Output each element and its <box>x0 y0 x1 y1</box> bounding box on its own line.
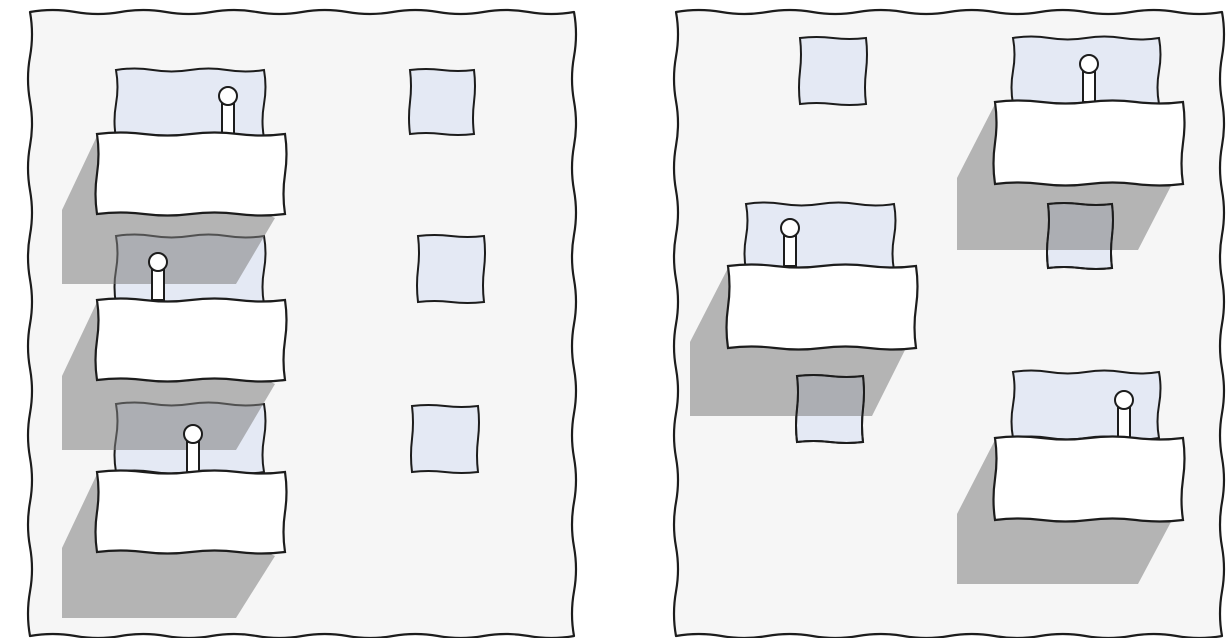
person-body <box>784 236 796 266</box>
person-head <box>184 425 202 443</box>
panel-stacked-balconies-facade <box>28 10 576 638</box>
person-body <box>1083 72 1095 102</box>
panel-staggered-balconies-facade <box>674 10 1224 638</box>
person-body <box>1118 408 1130 438</box>
balcony <box>994 101 1185 186</box>
window <box>409 69 475 135</box>
person-head <box>219 87 237 105</box>
person-icon <box>781 219 799 266</box>
balcony <box>96 133 287 216</box>
person-head <box>1080 55 1098 73</box>
plain-windows <box>409 69 485 473</box>
window <box>411 405 479 473</box>
balcony <box>96 299 287 382</box>
balcony <box>96 471 287 554</box>
balcony-window <box>115 69 266 140</box>
balcony-window <box>1012 371 1161 440</box>
person-body <box>222 104 234 134</box>
person-icon <box>219 87 237 134</box>
person-icon <box>1115 391 1133 438</box>
balcony <box>727 265 918 350</box>
person-head <box>149 253 167 271</box>
person-head <box>1115 391 1133 409</box>
person-icon <box>184 425 202 472</box>
person-body <box>187 442 199 472</box>
balcony-slabs <box>96 133 287 554</box>
person-head <box>781 219 799 237</box>
balcony <box>994 437 1185 522</box>
window <box>417 235 485 303</box>
window <box>799 37 867 105</box>
person-icon <box>149 253 167 300</box>
balcony-window <box>745 203 896 272</box>
person-icon <box>1080 55 1098 102</box>
person-body <box>152 270 164 300</box>
